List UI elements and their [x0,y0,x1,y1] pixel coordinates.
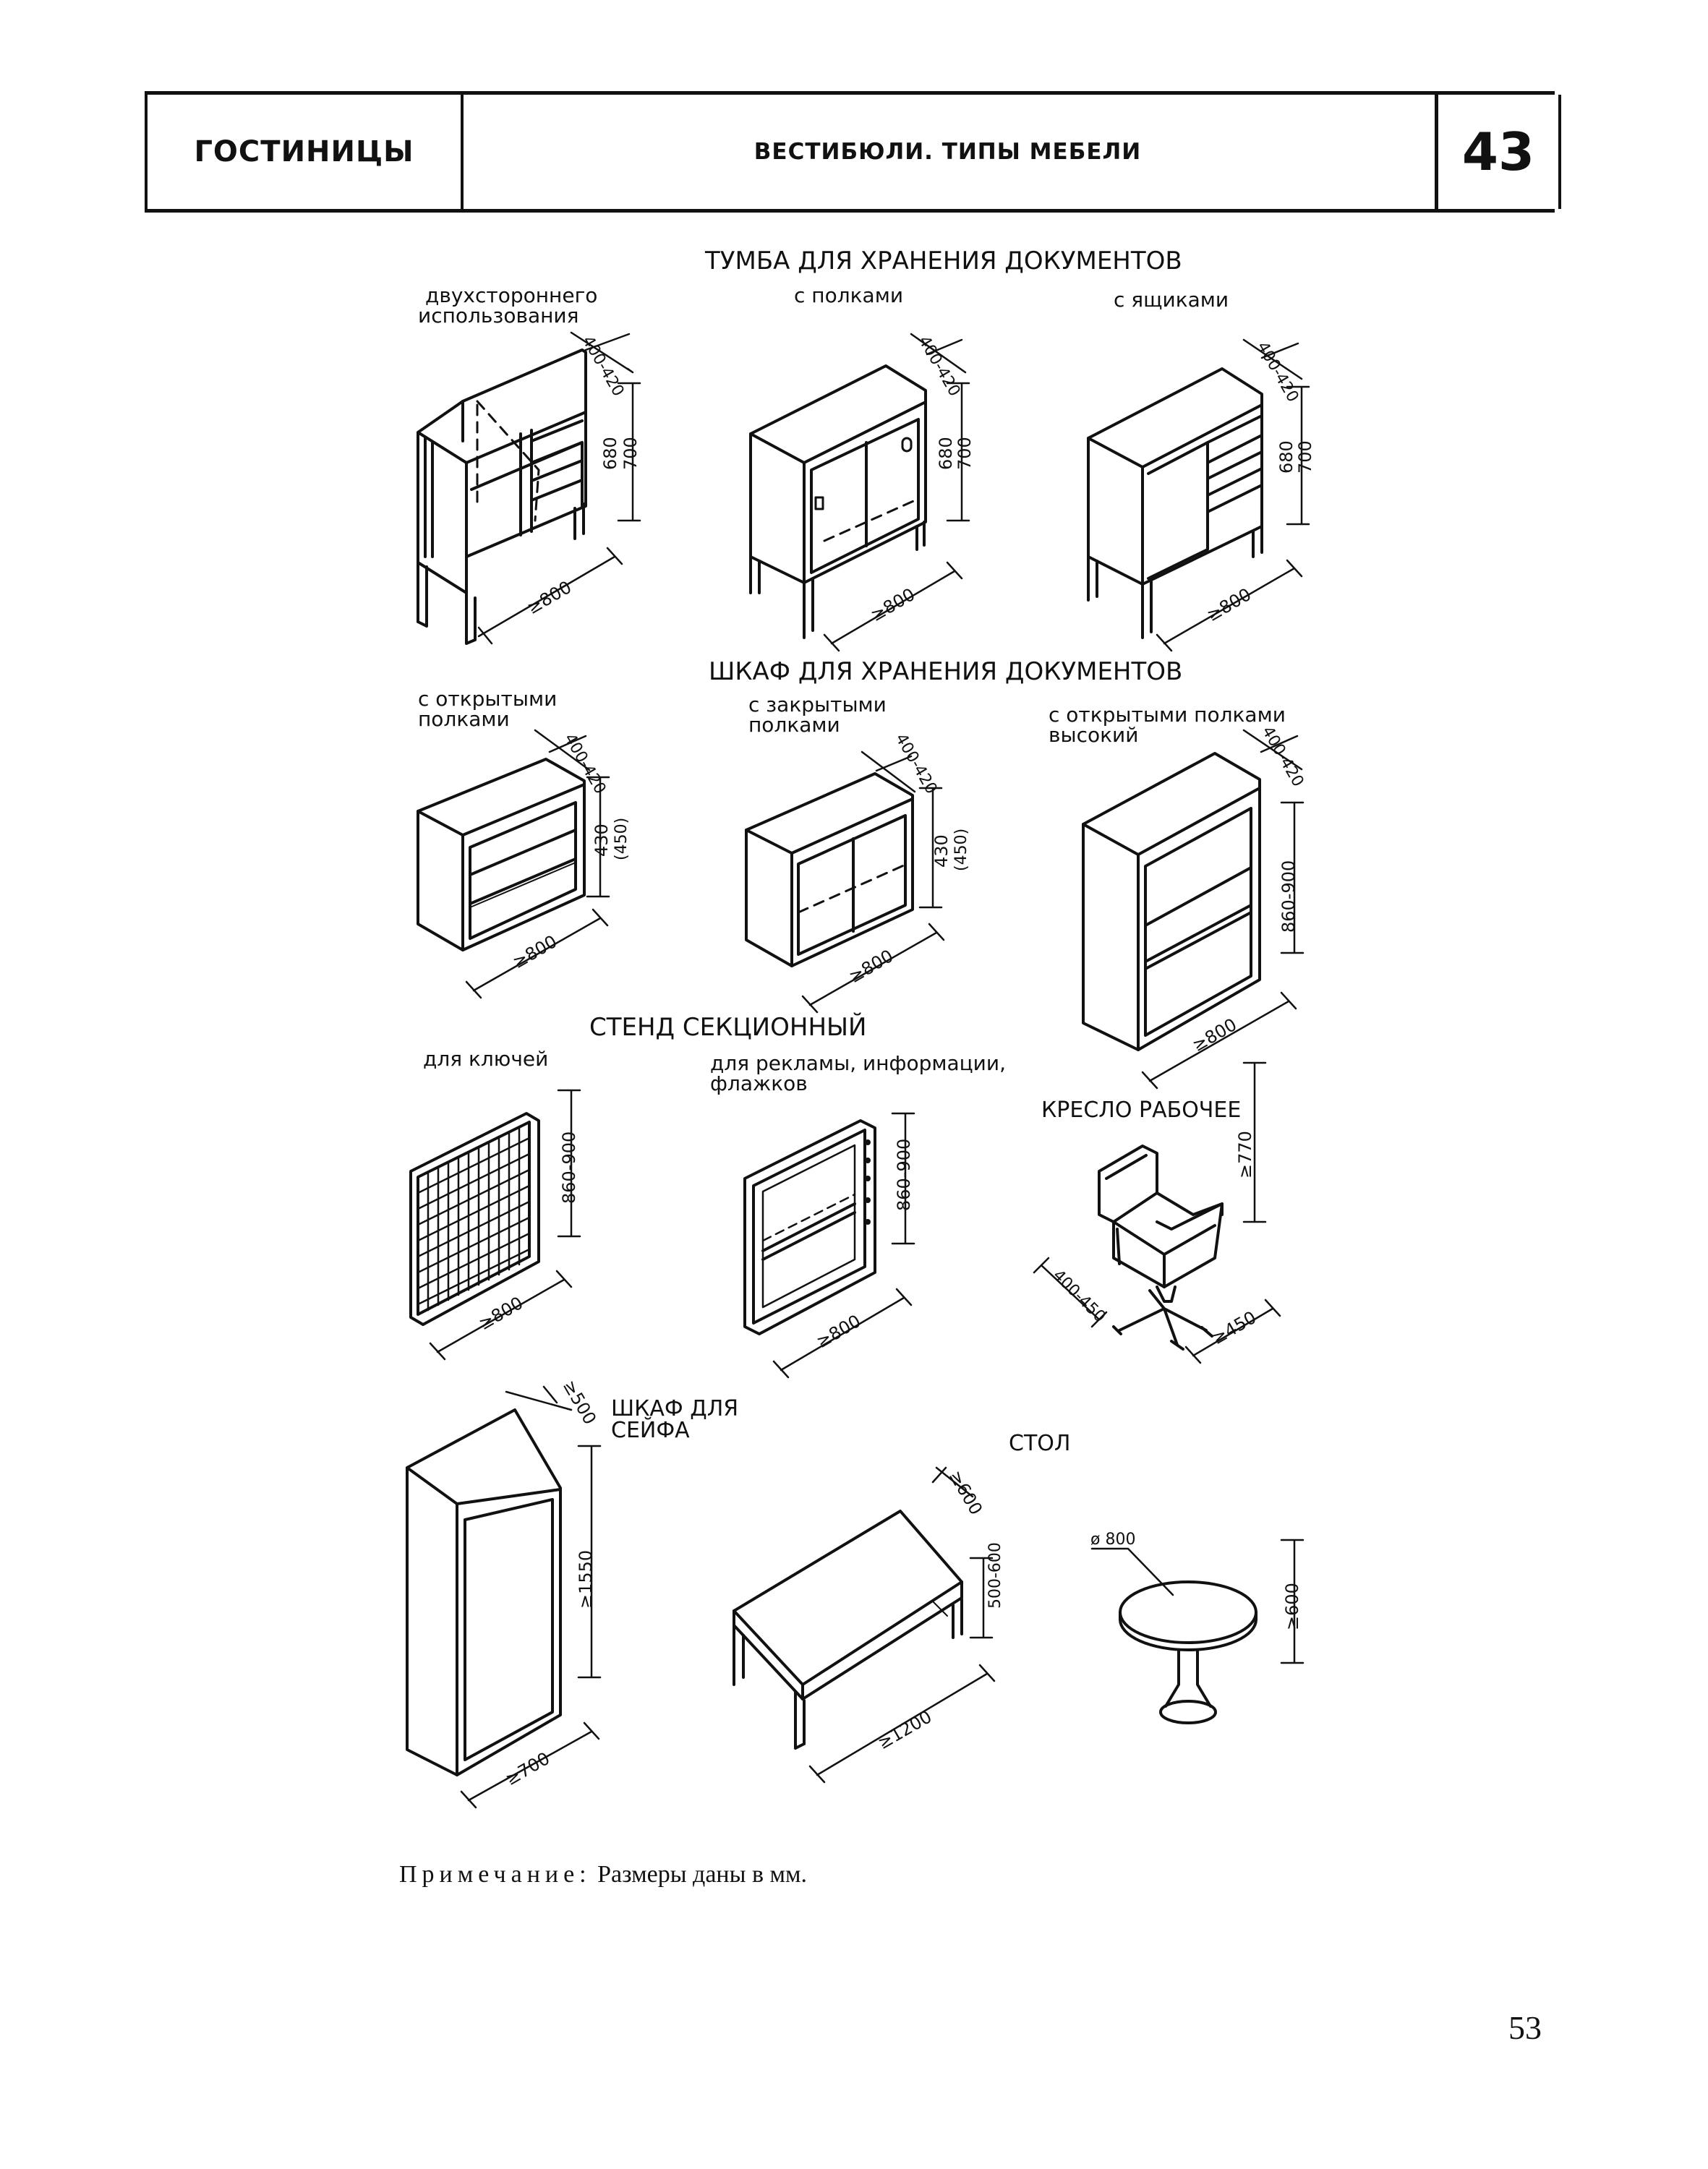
stend-keys-height: 860-900 [559,1131,579,1204]
stol-round-diameter: ø 800 [1090,1531,1135,1549]
tumba-double-label-2: использования [418,304,578,328]
shkaf-tall-height: 860-900 [1278,860,1299,933]
seif-title-1: ШКАФ ДЛЯ [611,1396,738,1421]
kreslo-width: ≥450 [1208,1307,1260,1348]
tumba-drawers-drawing: с ящиками 400-420 680 700 ≥800 [1087,288,1315,652]
stol-round-table: ø 800 ≥600 [1090,1531,1305,1724]
shkaf-open-label-2: полками [418,707,510,731]
shkaf-tall-drawing: с открытыми полками высокий 400-420 860-… [1049,703,1307,1090]
stend-info-label-1: для рекламы, информации, [710,1051,1006,1075]
footnote: Примечание: Размеры даны в мм. [399,1861,807,1888]
kreslo-height: ≥770 [1235,1131,1255,1178]
stend-info-width: ≥800 [813,1311,864,1352]
kreslo-title: КРЕСЛО РАБОЧЕЕ [1041,1098,1241,1123]
tumba-shelves-h2: 700 [955,437,975,470]
seif-drawing: ШКАФ ДЛЯ СЕЙФА ≥500 ≥1550 ≥700 [406,1377,738,1809]
footnote-lead: Примечание: [399,1861,592,1888]
tumba-drawers-label: с ящиками [1114,288,1229,312]
seif-width: ≥700 [502,1748,553,1789]
tumba-drawers-width: ≥800 [1203,584,1255,625]
shkaf-closed-label-2: полками [748,713,840,737]
tumba-drawers-h1: 680 [1276,440,1297,474]
kreslo-depth: 400-450 [1049,1267,1109,1327]
tumba-shelves-drawing: с полками 400-420 680 700 ≥800 [749,283,975,652]
tumba-double-label-1: двухстороннего [425,283,597,307]
shkaf-open-drawing: с открытыми полками 400-420 430 (450) ≥8… [417,687,631,999]
shkaf-tall-label-2: высокий [1049,723,1138,747]
shkaf-closed-width: ≥800 [845,946,897,987]
stend-keys-drawing: для ключей 860-900 ≥800 [409,1047,581,1361]
page-number: 53 [1508,2009,1542,2046]
tumba-shelves-label: с полками [794,283,903,307]
shkaf-title: ШКАФ ДЛЯ ХРАНЕНИЯ ДОКУМЕНТОВ [709,657,1182,686]
seif-depth: ≥500 [559,1377,600,1428]
tumba-double-sided-drawing: двухстороннего использования 400-420 680… [417,283,641,645]
shkaf-open-width: ≥800 [509,931,560,972]
stol-rect-depth: ≥600 [945,1467,986,1518]
tumba-title: ТУМБА ДЛЯ ХРАНЕНИЯ ДОКУМЕНТОВ [704,247,1182,275]
seif-height: ≥1550 [576,1550,596,1609]
header-section-title: ГОСТИНИЦЫ [145,95,464,209]
stend-info-height: 860-900 [894,1139,914,1211]
tumba-double-h2: 700 [620,437,641,470]
tumba-double-width: ≥800 [524,577,575,618]
stend-info-label-2: флажков [710,1071,808,1095]
tumba-drawers-depth: 400-420 [1253,339,1302,406]
kreslo-drawing: КРЕСЛО РАБОЧЕЕ ≥770 400-450 ≥450 [1033,1061,1281,1364]
tumba-drawers-h2: 700 [1295,440,1315,474]
shkaf-open-h2: (450) [612,818,631,860]
stol-drawing: СТОЛ ≥600 500-600 ≥1200 ø 800 ≥600 [733,1431,1305,1784]
stend-keys-label: для ключей [423,1047,548,1071]
shkaf-tall-label-1: с открытыми полками [1049,703,1286,727]
tumba-shelves-h1: 680 [936,437,956,470]
stol-rect-width: ≥1200 [874,1706,935,1753]
stend-info-drawing: для рекламы, информации, флажков 860-900… [710,1051,1006,1379]
shkaf-closed-drawing: с закрытыми полками 400-420 430 (450) ≥8… [745,693,970,1014]
shkaf-tall-width: ≥800 [1189,1014,1240,1056]
shkaf-closed-h1: 430 [931,834,952,868]
stend-title: СТЕНД СЕКЦИОННЫЙ [589,1012,866,1042]
header-page-title: ВЕСТИБЮЛИ. ТИПЫ МЕБЕЛИ [753,139,1142,165]
shkaf-open-label-1: с открытыми [418,687,557,711]
stol-title: СТОЛ [1009,1431,1070,1456]
shkaf-open-h1: 430 [592,823,612,857]
shkaf-tall-depth: 400-420 [1258,724,1307,790]
stol-rect-height: 500-600 [986,1542,1004,1609]
page-header: ГОСТИНИЦЫ ВЕСТИБЮЛИ. ТИПЫ МЕБЕЛИ 43 [145,91,1561,213]
shkaf-closed-h2: (450) [952,829,970,871]
shkaf-closed-label-1: с закрытыми [748,693,887,716]
stend-keys-width: ≥800 [475,1293,526,1334]
seif-title-2: СЕЙФА [611,1417,690,1443]
tumba-shelves-width: ≥800 [867,584,918,625]
header-sheet-number: 43 [1435,95,1561,209]
footnote-text: Размеры даны в мм. [591,1861,808,1888]
tumba-double-h1: 680 [600,437,620,470]
stol-rect-table: ≥600 500-600 ≥1200 [733,1466,1004,1784]
stol-round-height: ≥600 [1282,1583,1302,1630]
